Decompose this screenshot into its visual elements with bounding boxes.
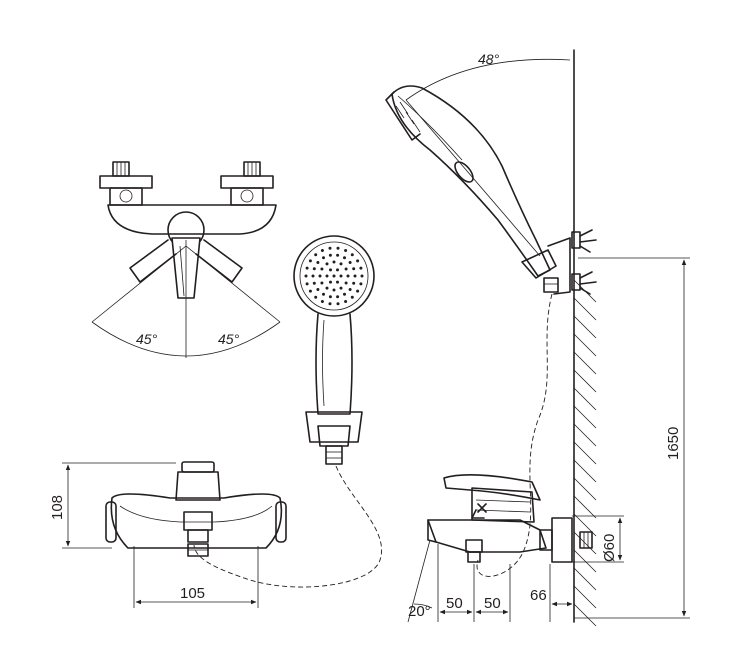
mixer-angle-right-label: 45° <box>218 331 240 347</box>
nozzle <box>359 282 363 286</box>
top-angle-label: 48° <box>478 51 500 67</box>
shower-nozzles <box>304 246 364 306</box>
nozzle <box>305 282 309 286</box>
nozzle <box>336 302 340 306</box>
nozzle <box>360 274 364 278</box>
nozzle <box>344 249 348 252</box>
hatch-line <box>573 297 597 321</box>
nozzle <box>339 262 343 266</box>
height-108-label: 108 <box>49 495 66 520</box>
nozzle <box>320 267 324 271</box>
nozzle <box>328 295 332 299</box>
nozzle <box>311 274 315 278</box>
nozzle <box>353 274 357 278</box>
hatch-line <box>573 315 597 339</box>
nozzle <box>328 253 332 257</box>
hatch-line <box>573 603 597 627</box>
nozzle <box>314 295 318 299</box>
nozzle <box>320 249 324 252</box>
dim-50-b-label: 50 <box>484 595 501 612</box>
nozzle <box>322 256 325 260</box>
nozzle <box>339 274 343 278</box>
nozzle <box>344 281 348 285</box>
nozzle <box>325 286 329 290</box>
nozzle <box>312 267 316 271</box>
side-view: 48° 1650 Ø60 <box>385 49 690 627</box>
hatch-line <box>573 567 597 591</box>
wall-hatching <box>573 279 597 627</box>
hatch-line <box>573 441 597 465</box>
nozzle <box>312 281 316 285</box>
nozzle <box>325 274 329 278</box>
nozzle <box>343 256 346 260</box>
hatch-line <box>573 423 597 447</box>
nozzle <box>336 268 339 272</box>
nozzle <box>320 300 324 303</box>
nozzle <box>336 295 340 299</box>
nozzle <box>320 281 324 285</box>
nozzle <box>343 292 346 296</box>
nozzle <box>359 266 363 270</box>
nozzle <box>350 253 354 257</box>
hatch-line <box>573 495 597 519</box>
nozzle <box>344 267 348 271</box>
hatch-line <box>573 369 597 393</box>
nozzle <box>314 253 318 257</box>
nozzle <box>328 302 332 306</box>
nozzle <box>328 246 332 250</box>
hatch-line <box>573 549 597 573</box>
hatch-line <box>573 387 597 411</box>
nozzle <box>336 253 340 257</box>
nozzle <box>346 274 350 278</box>
mixer-angle-left-label: 45° <box>136 331 158 347</box>
nozzle <box>352 281 356 285</box>
nozzle <box>339 286 343 290</box>
nozzle <box>316 288 320 291</box>
nozzle <box>336 246 340 250</box>
nozzle <box>325 262 329 266</box>
hatch-line <box>573 405 597 429</box>
nozzle <box>348 261 352 264</box>
nozzle <box>308 289 312 293</box>
hatch-line <box>573 477 597 501</box>
hatch-line <box>573 531 597 555</box>
nozzle <box>350 295 354 299</box>
hatch-line <box>573 351 597 375</box>
nozzle <box>356 289 360 293</box>
nozzle <box>316 261 320 264</box>
diameter-60-label: Ø60 <box>601 534 618 562</box>
nozzle <box>332 274 336 278</box>
nozzle <box>304 274 308 278</box>
spout-angle-label: 20° <box>408 603 431 620</box>
nozzle <box>332 288 336 292</box>
dim-50-a-label: 50 <box>446 595 463 612</box>
nozzle <box>356 259 360 263</box>
nozzle <box>318 274 322 278</box>
nozzle <box>305 266 309 270</box>
hatch-line <box>573 585 597 609</box>
nozzle <box>332 260 336 264</box>
mixer-front-view: 108 105 <box>49 461 287 608</box>
hatch-line <box>573 459 597 483</box>
nozzle <box>344 300 348 303</box>
hand-shower-front <box>193 235 382 588</box>
mixer-top-view: 45° 45° <box>91 161 281 358</box>
dim-66-label: 66 <box>530 587 547 604</box>
nozzle <box>352 267 356 271</box>
nozzle <box>329 280 332 284</box>
nozzle <box>348 288 352 291</box>
nozzle <box>336 280 339 284</box>
width-105-label: 105 <box>180 585 205 602</box>
nozzle <box>322 292 325 296</box>
hatch-line <box>573 333 597 357</box>
nozzle <box>308 259 312 263</box>
nozzle <box>329 268 332 272</box>
height-1650-label: 1650 <box>665 427 682 460</box>
